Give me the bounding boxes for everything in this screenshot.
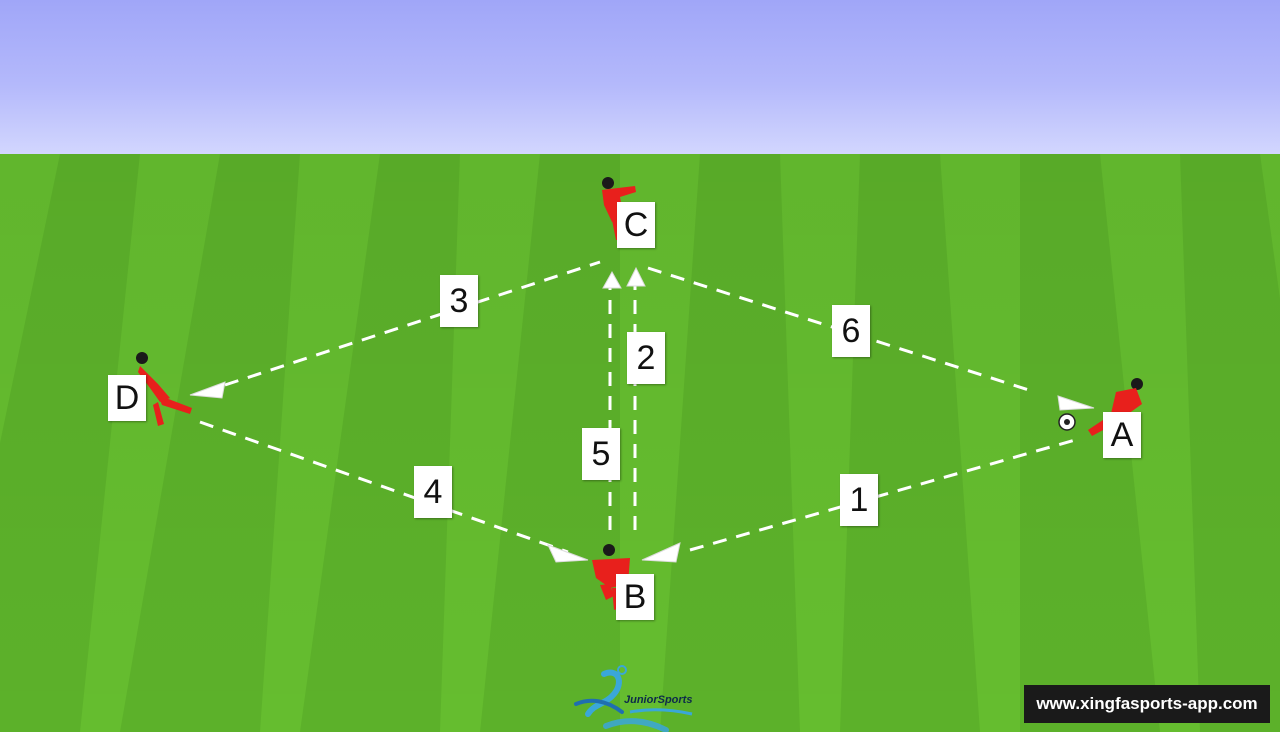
cone-icon bbox=[602, 270, 622, 289]
ball-icon bbox=[1058, 413, 1076, 431]
step-2-marker: 2 bbox=[627, 332, 665, 384]
watermark: www.xingfasports-app.com bbox=[1024, 685, 1270, 723]
path-1 bbox=[689, 438, 1076, 552]
step-6-marker: 6 bbox=[832, 305, 870, 357]
player-a-marker: A bbox=[1103, 412, 1141, 458]
cone-icon bbox=[1057, 395, 1095, 411]
cone-icon bbox=[189, 381, 226, 399]
step-5-marker: 5 bbox=[582, 428, 620, 480]
logo: JuniorSports bbox=[566, 660, 716, 732]
step-4-marker: 4 bbox=[414, 466, 452, 518]
player-icon bbox=[136, 352, 192, 426]
player-d-marker: D bbox=[108, 375, 146, 421]
player-b-marker: B bbox=[616, 574, 654, 620]
path-3 bbox=[224, 260, 601, 387]
logo-icon bbox=[574, 665, 693, 732]
cone-icon bbox=[626, 266, 646, 287]
logo-text: JuniorSports bbox=[624, 694, 693, 706]
player-c-marker: C bbox=[617, 202, 655, 248]
sky-background bbox=[0, 0, 1280, 154]
path-4 bbox=[199, 420, 569, 554]
cone-icon bbox=[641, 542, 681, 563]
step-1-marker: 1 bbox=[840, 474, 878, 526]
cone-icon bbox=[547, 544, 589, 563]
step-3-marker: 3 bbox=[440, 275, 478, 327]
